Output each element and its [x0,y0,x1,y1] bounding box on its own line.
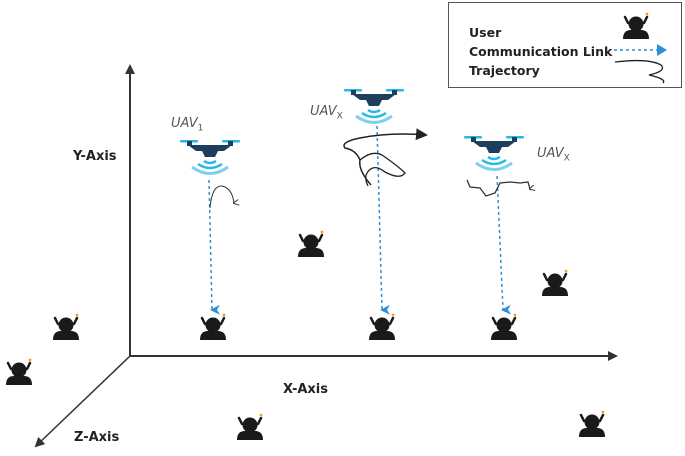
uav-1-label: UAV1 [171,116,204,134]
uav-x-label-1: UAVX [310,104,343,122]
legend: User Communication Link Trajectory [448,2,682,88]
z-axis-label: Z-Axis [74,430,120,445]
trajectory-2 [343,128,428,186]
trajectory-3 [466,179,530,197]
communication-link-3 [496,175,512,315]
communication-link-1 [208,179,221,315]
communication-link-2 [376,125,391,315]
uav-1-drone-icon [178,138,242,175]
uav-x-label-2: UAVX [537,146,570,164]
user-icon [540,268,570,298]
legend-symbols [614,11,667,84]
legend-trajectory-label: Trajectory [469,63,540,78]
uav-x-drone-icon-1 [342,87,406,124]
user-icon [367,312,397,342]
trajectory-2-loop [359,152,406,187]
uav-x-drone-icon-2 [462,134,526,171]
legend-link-arrowhead-icon [657,44,667,56]
z-axis-line [34,355,131,448]
user-icon [4,357,34,387]
legend-user-label: User [469,25,502,40]
x-axis-label: X-Axis [283,382,328,397]
legend-trajectory-icon [614,59,665,84]
user-icon [577,409,607,439]
user-icon [296,229,326,259]
user-icon [489,312,519,342]
trajectory-1 [209,185,234,209]
legend-user-icon [621,11,651,41]
user-icon [51,312,81,342]
y-axis-label: Y-Axis [73,149,117,164]
user-icon [198,312,228,342]
user-icon [235,412,265,442]
legend-communication-link-label: Communication Link [469,44,613,59]
